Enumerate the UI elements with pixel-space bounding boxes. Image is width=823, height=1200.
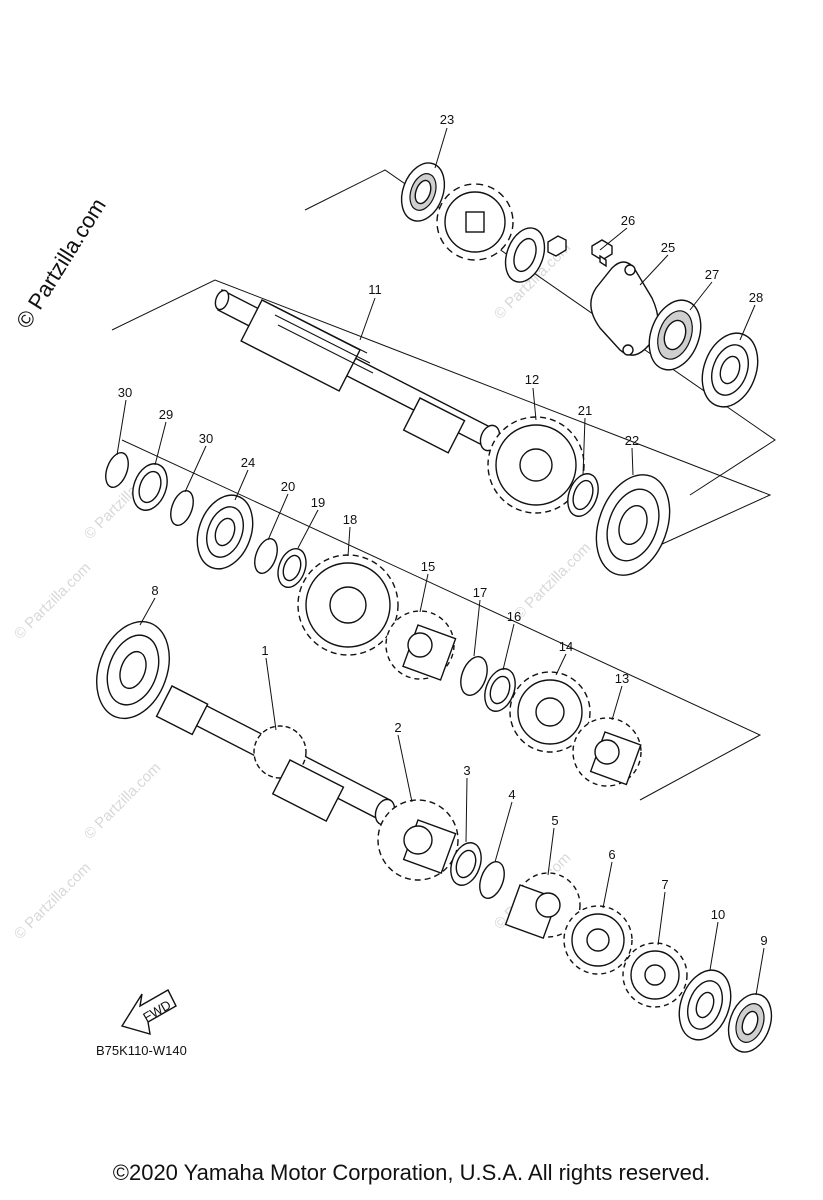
callout-27: 27 (705, 267, 719, 282)
circlip-30a (105, 452, 129, 488)
gear-6 (563, 905, 633, 975)
callout-23: 23 (440, 112, 454, 127)
callout-30a: 30 (118, 385, 132, 400)
callout-22: 22 (625, 433, 639, 448)
callout-28: 28 (749, 290, 763, 305)
callout-numbers: 1 2 3 4 5 6 7 8 9 10 11 12 13 14 15 16 1… (118, 112, 768, 948)
circlip-4 (479, 861, 505, 899)
bearing-22 (595, 474, 671, 576)
gear-7 (622, 942, 688, 1008)
gear-15 (385, 610, 457, 681)
shaft-1 (155, 685, 396, 826)
main-axle-11 (214, 288, 501, 454)
callout-26: 26 (621, 213, 635, 228)
collar-29 (132, 463, 168, 511)
gear-5 (504, 872, 581, 940)
callout-8: 8 (151, 583, 158, 598)
callout-25: 25 (661, 240, 675, 255)
callout-17: 17 (473, 585, 487, 600)
bearing-27 (648, 299, 702, 371)
fwd-arrow: FWD (120, 989, 177, 1035)
drive-sprocket (436, 183, 514, 261)
diagram-code: B75K110-W140 (96, 1043, 187, 1058)
callout-20: 20 (281, 479, 295, 494)
lock-washer (504, 227, 546, 283)
oil-seal-23 (400, 162, 446, 222)
gear-18 (297, 554, 399, 656)
callout-18: 18 (343, 512, 357, 527)
circlip-30b (170, 490, 194, 526)
callout-13: 13 (615, 671, 629, 686)
gear-2 (377, 799, 459, 881)
gear-12 (487, 416, 585, 514)
bolt-26 (547, 235, 613, 268)
washer-21 (567, 473, 599, 517)
partzilla-watermark: © Partzilla.com (11, 194, 111, 333)
callout-7: 7 (661, 877, 668, 892)
callout-1: 1 (261, 643, 268, 658)
bearing-28 (701, 332, 759, 408)
watermark-faint: © Partzilla.com (81, 759, 164, 842)
callout-30b: 30 (199, 431, 213, 446)
callout-29: 29 (159, 407, 173, 422)
washer-16 (484, 668, 516, 712)
callout-5: 5 (551, 813, 558, 828)
gear-13 (572, 717, 642, 787)
callout-6: 6 (608, 847, 615, 862)
washer-19 (277, 547, 307, 589)
watermark-faint: © Partzilla.com (11, 559, 94, 642)
watermark-faint: © Partzilla.com (511, 539, 594, 622)
assembly-boxes (111, 169, 776, 801)
circlip-17 (460, 656, 488, 696)
callout-11: 11 (368, 282, 382, 297)
bearing-10 (678, 969, 732, 1041)
callout-15: 15 (421, 559, 435, 574)
callout-24: 24 (241, 455, 255, 470)
callout-14: 14 (559, 639, 573, 654)
bearing-8 (96, 620, 170, 720)
plate-25 (590, 261, 659, 356)
washer-3 (450, 842, 482, 886)
callout-19: 19 (311, 495, 325, 510)
callout-2: 2 (394, 720, 401, 735)
callout-4: 4 (508, 787, 515, 802)
callout-16: 16 (507, 609, 521, 624)
gear-14 (509, 671, 591, 753)
leader-lines (116, 127, 765, 996)
watermark-faint: © Partzilla.com (11, 859, 94, 942)
bearing-24 (196, 494, 254, 570)
callout-21: 21 (578, 403, 592, 418)
circlip-20 (254, 538, 278, 574)
callout-3: 3 (463, 763, 470, 778)
callout-9: 9 (760, 933, 767, 948)
callout-10: 10 (711, 907, 725, 922)
callout-12: 12 (525, 372, 539, 387)
copyright-footer: ©2020 Yamaha Motor Corporation, U.S.A. A… (112, 1160, 711, 1185)
oil-seal-9 (727, 993, 773, 1053)
